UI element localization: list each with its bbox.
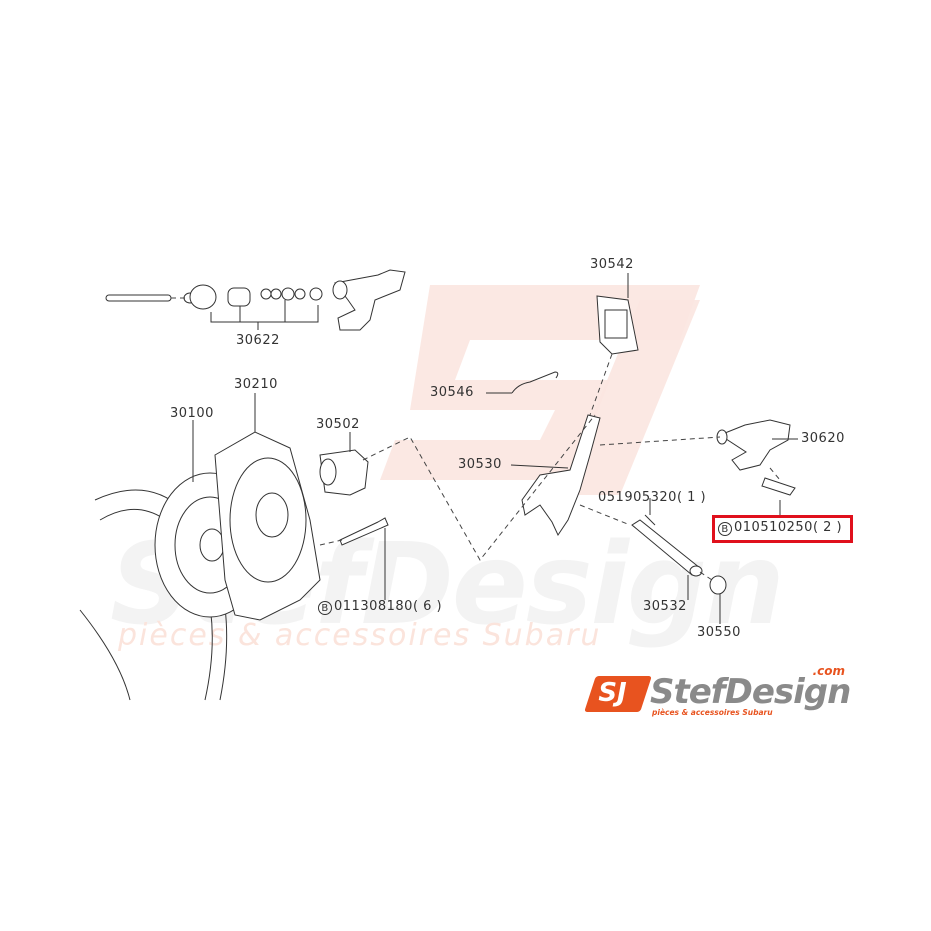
operating-cylinder-drawing — [716, 419, 791, 471]
stefdesign-logo: SJ StefDesign .com pièces & accessoires … — [584, 664, 851, 718]
logo-domain: .com — [812, 664, 845, 678]
b-marker-icon: B — [718, 522, 732, 536]
logo-tagline: pièces & accessoires Subaru — [652, 708, 773, 717]
logo-name: StefDesign — [650, 672, 851, 712]
part-label-30542[interactable]: 30542 — [590, 257, 634, 272]
part-label-30620[interactable]: 30620 — [801, 431, 845, 446]
cylinder-kit-drawing — [105, 269, 406, 331]
part-number: 011308180 — [334, 599, 413, 614]
part-label-30532[interactable]: 30532 — [643, 599, 687, 614]
part-label-30550[interactable]: 30550 — [697, 625, 741, 640]
part-label-30622[interactable]: 30622 — [236, 333, 280, 348]
part-label-30502[interactable]: 30502 — [316, 417, 360, 432]
part-number: 010510250 — [734, 520, 813, 535]
release-bearing-drawing — [319, 449, 369, 496]
part-label-30546[interactable]: 30546 — [430, 385, 474, 400]
part-qty: ( 1 ) — [676, 490, 707, 505]
highlighted-part-box — [712, 515, 853, 543]
pivot-shaft-drawing — [631, 519, 701, 576]
pin-drawing — [644, 514, 656, 526]
part-number: 051905320 — [598, 490, 677, 505]
seal-drawing — [709, 575, 727, 595]
bolt-drawing-2 — [761, 477, 796, 496]
spring-drawing — [511, 371, 559, 394]
part-qty: ( 6 ) — [412, 599, 443, 614]
watermark-logo-shape — [380, 285, 700, 495]
clutch-cover-drawing — [214, 431, 321, 621]
part-label-30210[interactable]: 30210 — [234, 377, 278, 392]
release-fork-drawing — [521, 414, 601, 537]
part-label-30530[interactable]: 30530 — [458, 457, 502, 472]
part-label-051905320[interactable]: 051905320( 1 ) — [598, 491, 706, 505]
dashed-guides — [171, 297, 781, 583]
watermark-tagline: pièces & accessoires Subaru — [118, 618, 602, 653]
b-marker-icon: B — [318, 601, 332, 615]
logo-mark: SJ — [584, 676, 652, 712]
part-label-30100[interactable]: 30100 — [170, 406, 214, 421]
part-qty: ( 2 ) — [812, 520, 843, 535]
bolt-drawing — [339, 517, 389, 546]
